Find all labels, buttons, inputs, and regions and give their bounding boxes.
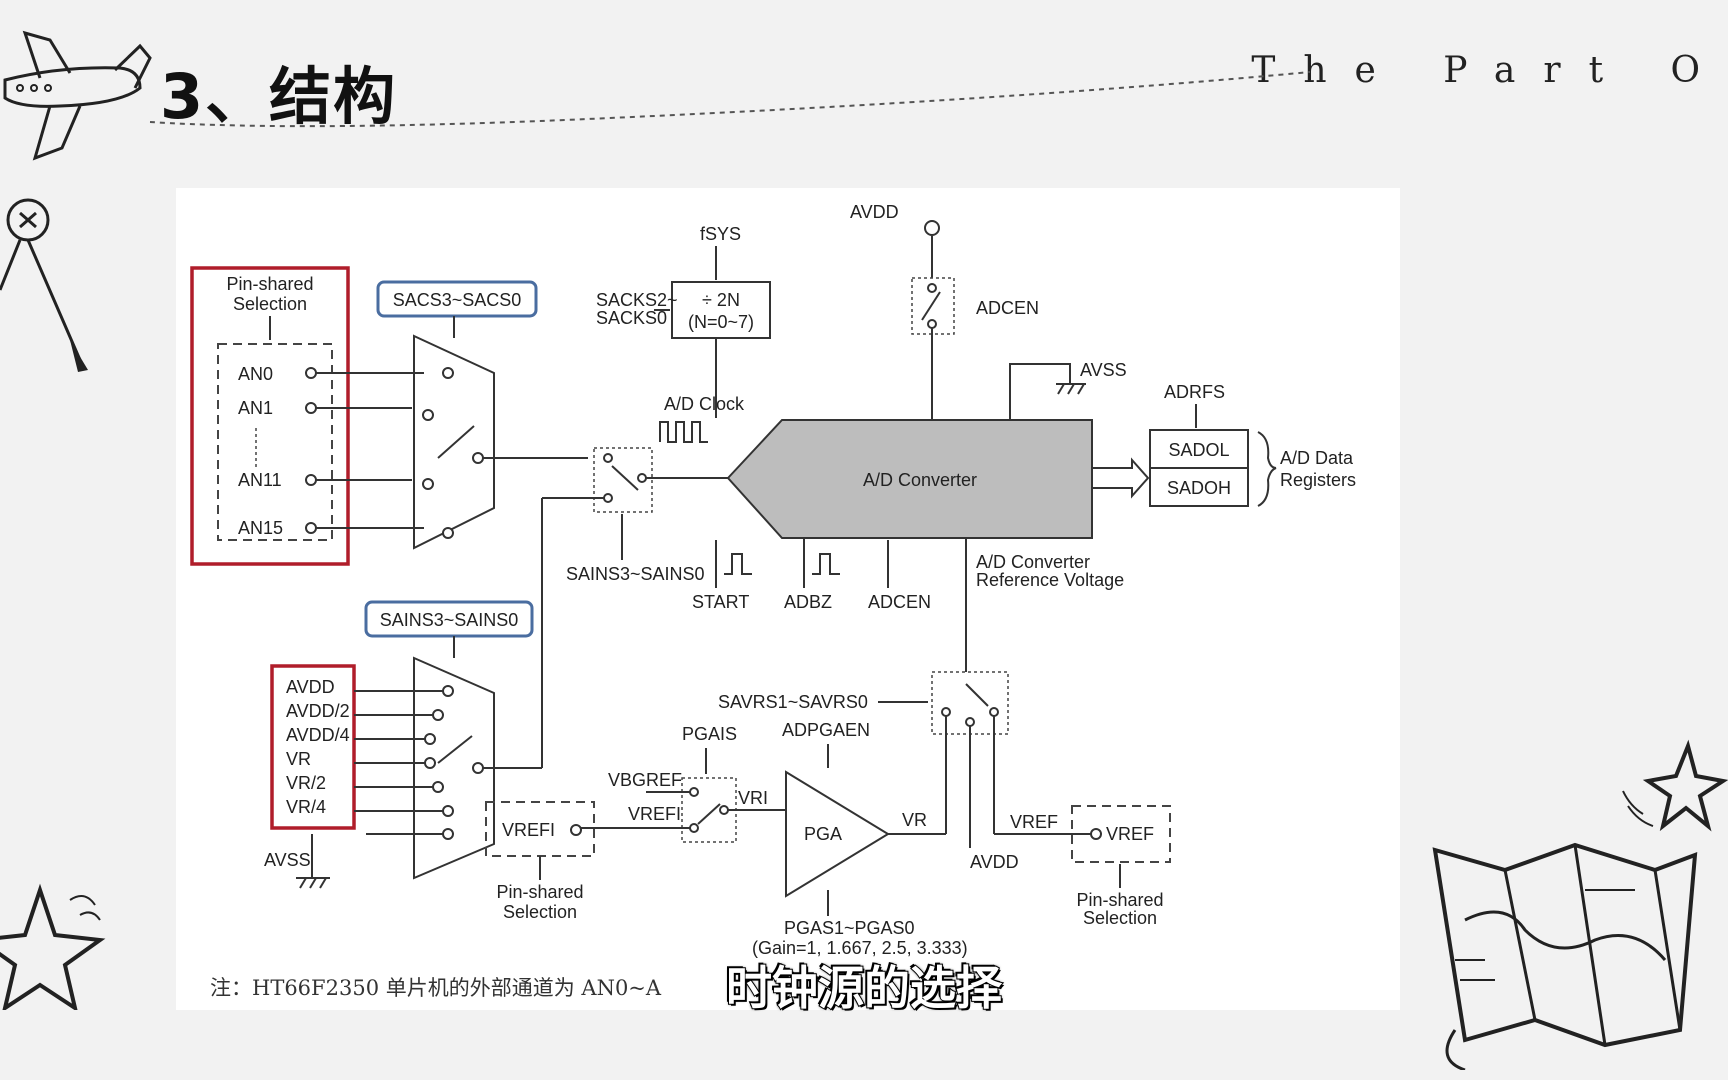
adrfs-label: ADRFS	[1164, 382, 1225, 402]
pin-shared-dashed-box	[217, 343, 333, 541]
avdd-bottom-label: AVDD	[970, 852, 1019, 872]
adcen-top-label: ADCEN	[976, 298, 1039, 318]
star-doodle-left	[0, 883, 106, 1010]
internal-source-label: VR/4	[286, 797, 326, 817]
pin-shared-right-label-line2: Selection	[1083, 908, 1157, 928]
pga-amplifier	[785, 770, 890, 898]
compass-doodle	[0, 198, 88, 372]
vri-label: VRI	[738, 788, 768, 808]
sadol-register: SADOL	[1168, 440, 1229, 460]
adc-block-diagram: Pin-shared Selection AN0 AN1 AN11 AN15 S…	[176, 188, 1400, 1010]
adbz-label: ADBZ	[784, 592, 832, 612]
channel-mux-bottom	[413, 656, 495, 880]
divider-label-line1: ÷ 2N	[702, 290, 740, 310]
an-pin-label: AN0	[238, 364, 273, 384]
data-registers-label-line2: Registers	[1280, 470, 1356, 490]
start-label: START	[692, 592, 749, 612]
internal-source-label: VR/2	[286, 773, 326, 793]
adcen-bottom-label: ADCEN	[868, 592, 931, 612]
internal-source-label: VR	[286, 749, 311, 769]
video-subtitle: 时钟源的选择	[725, 960, 1003, 1016]
vbgref-label: VBGREF	[608, 770, 682, 790]
pin-shared-label-line1: Pin-shared	[226, 274, 313, 294]
adpgaen-label: ADPGAEN	[782, 720, 870, 740]
pga-label: PGA	[804, 824, 842, 844]
vrefi-signal-label: VREFI	[628, 804, 681, 824]
slide-title: 3、结构	[160, 60, 398, 133]
sains-select-box	[364, 600, 534, 638]
footnote: 注：HT66F2350 单片机的外部通道为 AN0~A	[210, 976, 662, 1000]
vr-out-label: VR	[902, 810, 927, 830]
ad-converter-label: A/D Converter	[863, 470, 977, 490]
map-doodle	[1432, 842, 1698, 1070]
internal-source-highlight-box	[270, 664, 356, 830]
ref-voltage-label-line1: A/D Converter	[976, 552, 1090, 572]
pin-shared-label-line2: Selection	[233, 294, 307, 314]
pin-shared-highlight-box	[190, 266, 350, 566]
pgas-label-line1: PGAS1~PGAS0	[784, 918, 915, 938]
star-doodle-right	[1622, 739, 1728, 832]
savrs-label: SAVRS1~SAVRS0	[718, 692, 868, 712]
airplane-doodle	[3, 30, 152, 161]
avss-right-label: AVSS	[1080, 360, 1127, 380]
an-pin-label: AN1	[238, 398, 273, 418]
vref-pin-label: VREF	[1106, 824, 1154, 844]
sacks-label-line1: SACKS2~	[596, 290, 678, 310]
pin-shared-bottom-label-line1: Pin-shared	[496, 882, 583, 902]
sacks-label-line2: SACKS0	[596, 308, 667, 328]
ad-converter-block	[726, 419, 1093, 539]
channel-mux-top	[413, 334, 495, 550]
internal-source-label: AVDD	[286, 677, 335, 697]
dashed-flight-path	[149, 71, 1310, 128]
fsys-label: fSYS	[700, 224, 741, 244]
internal-source-label: AVDD/4	[286, 725, 350, 745]
sains-label: SAINS3~SAINS0	[380, 610, 519, 630]
ad-clock-label: A/D Clock	[664, 394, 745, 414]
avdd-top-label: AVDD	[850, 202, 899, 222]
pgas-label-line2: (Gain=1, 1.667, 2.5, 3.333)	[752, 938, 968, 958]
vref-signal-label: VREF	[1010, 812, 1058, 832]
sadoh-register: SADOH	[1167, 478, 1231, 498]
pin-shared-right-label-line1: Pin-shared	[1076, 890, 1163, 910]
sacs-label: SACS3~SACS0	[393, 290, 522, 310]
divider-label-line2: (N=0~7)	[688, 312, 754, 332]
an-pin-label: AN15	[238, 518, 283, 538]
an-pin-label: AN11	[238, 470, 282, 490]
vrefi-pin-label: VREFI	[502, 820, 555, 840]
header-part-label: The Part O	[1251, 50, 1728, 91]
data-registers-label-line1: A/D Data	[1280, 448, 1354, 468]
avss-left-label: AVSS	[264, 850, 311, 870]
vref-pin-box	[1071, 805, 1171, 863]
sacs-select-box	[376, 280, 538, 318]
pin-shared-bottom-label-line2: Selection	[503, 902, 577, 922]
pgais-label: PGAIS	[682, 724, 737, 744]
internal-source-label: AVDD/2	[286, 701, 350, 721]
sains-mux-label: SAINS3~SAINS0	[566, 564, 705, 584]
ref-voltage-label-line2: Reference Voltage	[976, 570, 1124, 590]
